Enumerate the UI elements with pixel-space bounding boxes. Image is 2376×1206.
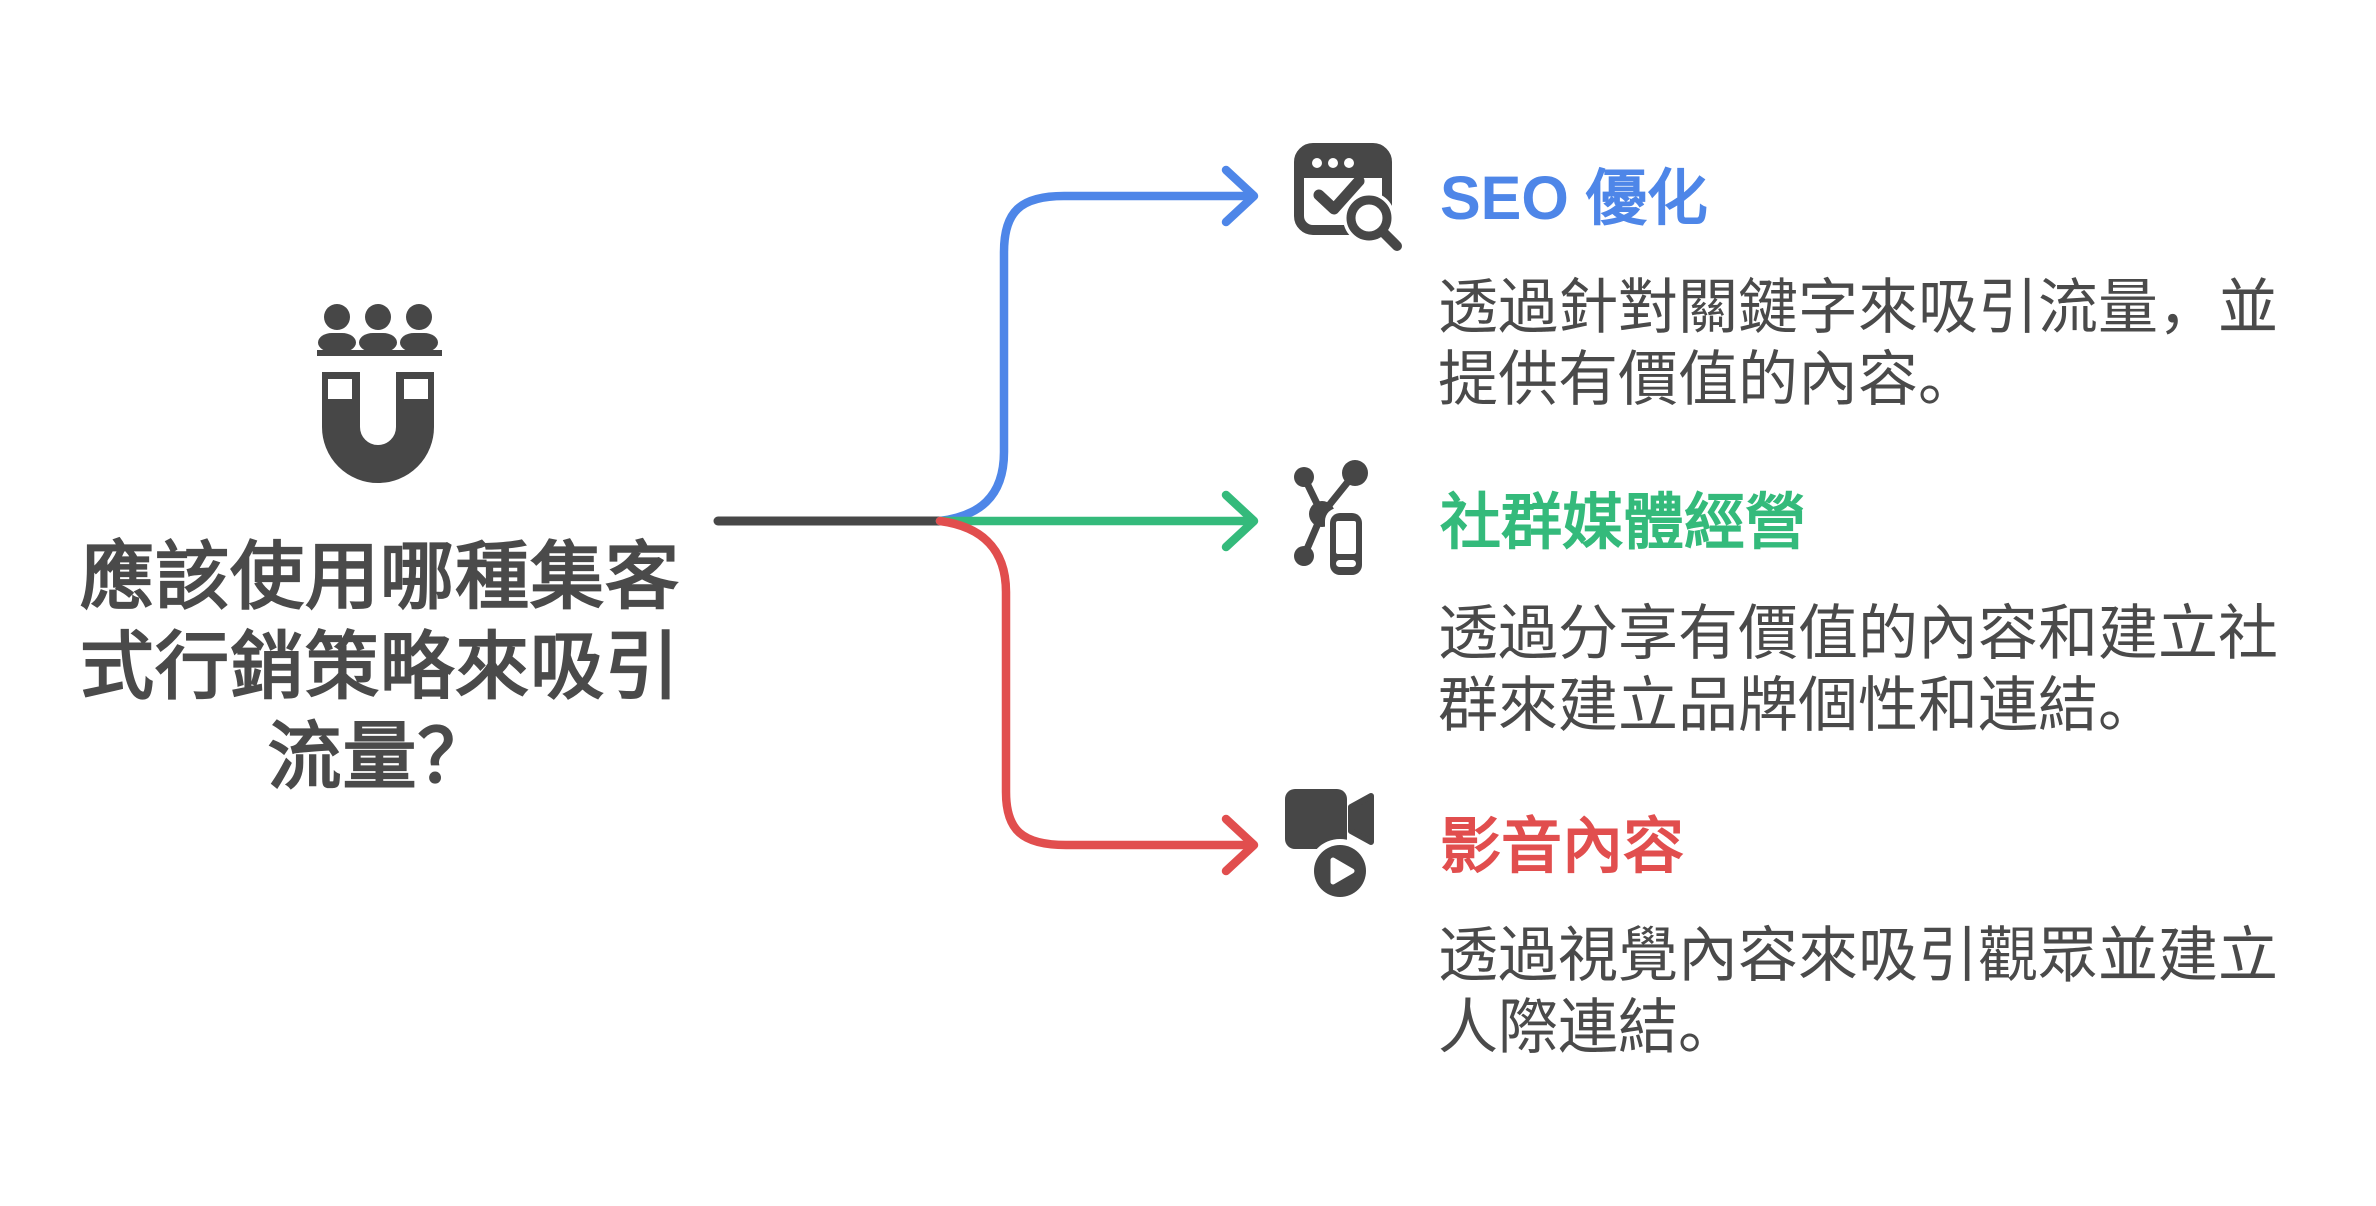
- video-camera-play-icon: [1285, 789, 1374, 903]
- root-question-line: 式行銷策略來吸引: [80, 625, 680, 708]
- root-question-line: 流量？: [267, 715, 493, 798]
- branch-title-video: 影音內容: [1440, 812, 1685, 880]
- root-question-line: 應該使用哪種集客: [80, 535, 680, 618]
- branch-line-seo: [935, 191, 1255, 526]
- branch-title-social: 社群媒體經營: [1440, 488, 1807, 556]
- branch-line-video: [935, 516, 1255, 850]
- arrowhead-video: [1221, 814, 1259, 876]
- branch-desc-social: 透過分享有價值的內容和建立社 群來建立品牌個性和連結。: [1438, 598, 2278, 742]
- branch-desc-line: 透過分享有價值的內容和建立社: [1438, 600, 2278, 667]
- branch-desc-video: 透過視覺內容來吸引觀眾並建立 人際連結。: [1438, 920, 2278, 1064]
- branch-desc-seo: 透過針對關鍵字來吸引流量，並 提供有價值的內容。: [1438, 272, 2278, 416]
- branch-desc-line: 群來建立品牌個性和連結。: [1438, 672, 2158, 739]
- branch-desc-line: 人際連結。: [1438, 994, 1738, 1061]
- branch-desc-line: 提供有價值的內容。: [1438, 346, 1978, 413]
- magnet-audience-icon: [317, 304, 442, 483]
- branch-title-seo: SEO 優化: [1440, 164, 1708, 232]
- share-network-phone-icon: [1294, 460, 1368, 578]
- arrowhead-social: [1221, 490, 1259, 552]
- browser-check-search-icon: [1294, 143, 1405, 256]
- branch-desc-line: 透過視覺內容來吸引觀眾並建立: [1438, 922, 2278, 989]
- arrowhead-seo: [1221, 165, 1259, 227]
- branch-desc-line: 透過針對關鍵字來吸引流量，並: [1438, 274, 2278, 341]
- root-question: 應該使用哪種集客 式行銷策略來吸引 流量？: [20, 532, 740, 802]
